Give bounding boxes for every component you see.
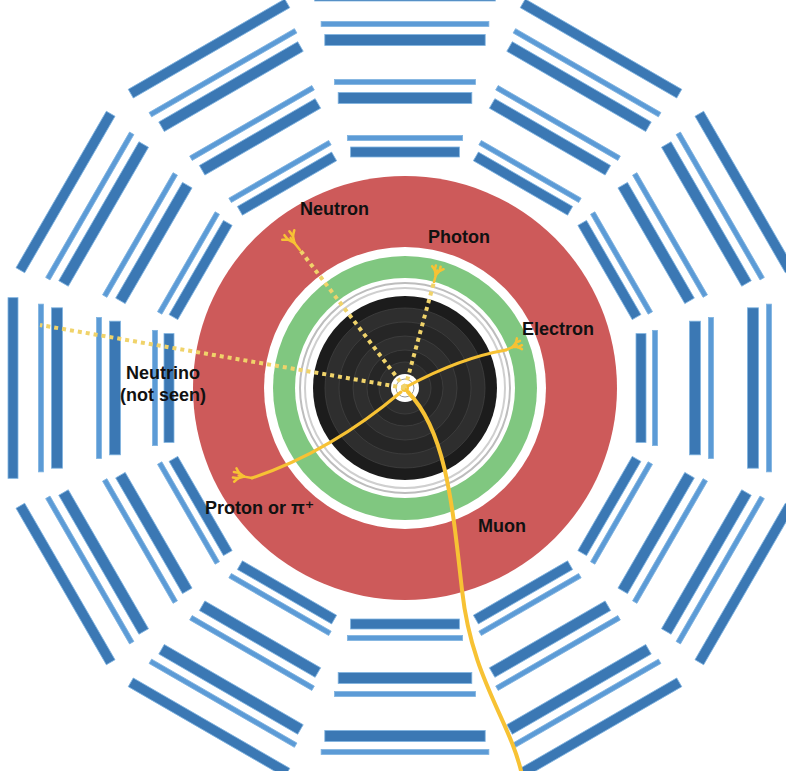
muon-chamber — [338, 673, 472, 684]
muon-chamber — [662, 490, 752, 634]
muon-chamber — [351, 147, 460, 157]
muon-chamber — [116, 182, 192, 303]
muon-chamber — [695, 111, 786, 272]
muon-chamber — [59, 490, 149, 634]
particle-label: Proton or π⁺ — [205, 497, 355, 519]
shower — [233, 468, 252, 481]
muon-chamber — [110, 321, 121, 455]
muon-chamber — [695, 503, 786, 664]
particle-label: Electron — [522, 318, 622, 340]
particle-label: Muon — [478, 515, 548, 537]
muon-chamber — [128, 678, 289, 771]
muon-chamber — [618, 182, 694, 303]
muon-chamber — [315, 0, 496, 1]
muon-chamber — [347, 636, 462, 641]
muon-chamber — [325, 731, 485, 742]
particle-label: Photon — [428, 226, 518, 248]
muon-chamber — [767, 304, 772, 472]
charged-track — [252, 392, 401, 478]
muon-chamber — [489, 601, 610, 677]
muon-chamber — [653, 330, 658, 445]
muon-chamber — [199, 601, 320, 677]
muon-chamber — [709, 317, 714, 458]
em-calorimeter — [273, 256, 537, 520]
muon-chamber — [199, 99, 320, 175]
muon-chamber — [338, 93, 472, 104]
muon-chamber — [636, 334, 646, 443]
tracks — [40, 230, 522, 771]
muon-chamber — [662, 142, 752, 286]
muon-chamber — [116, 472, 192, 593]
gap — [295, 278, 515, 498]
muon-chamber — [347, 136, 462, 141]
muon-chamber — [321, 750, 489, 755]
muon-chambers — [8, 0, 786, 771]
neutral-track — [40, 325, 405, 388]
muon-chamber — [520, 678, 681, 771]
muon-chamber — [321, 22, 489, 27]
muon-chamber — [97, 317, 102, 458]
muon-chamber — [128, 0, 289, 98]
muon-chamber — [520, 0, 681, 98]
muon-chamber — [748, 308, 759, 468]
gap — [264, 247, 546, 529]
muon-chamber — [690, 321, 701, 455]
charged-track — [408, 350, 506, 386]
hadron-calorimeter — [193, 176, 617, 600]
muon-chamber — [159, 42, 303, 132]
muon-chamber — [16, 111, 115, 272]
particle-label: Neutron — [300, 198, 390, 220]
muon-chamber — [159, 645, 303, 735]
muon-chamber — [52, 308, 63, 468]
muon-chamber — [489, 99, 610, 175]
shower — [506, 338, 522, 350]
muon-chamber — [351, 619, 460, 629]
charged-track — [408, 392, 522, 771]
neutral-track — [405, 282, 434, 388]
muon-chamber — [59, 142, 149, 286]
neutral-track — [300, 250, 405, 388]
muon-chamber — [507, 645, 651, 735]
muon-chamber — [507, 42, 651, 132]
muon-chamber — [325, 35, 485, 46]
muon-chamber — [334, 80, 475, 85]
muon-chamber — [8, 298, 18, 479]
solenoid — [300, 283, 510, 493]
shower — [282, 230, 300, 250]
muon-chamber — [618, 472, 694, 593]
muon-chamber — [16, 503, 115, 664]
particle-label: Neutrino (not seen) — [108, 362, 218, 406]
shower — [432, 265, 443, 282]
muon-chamber — [334, 692, 475, 697]
muon-chamber — [39, 304, 44, 472]
